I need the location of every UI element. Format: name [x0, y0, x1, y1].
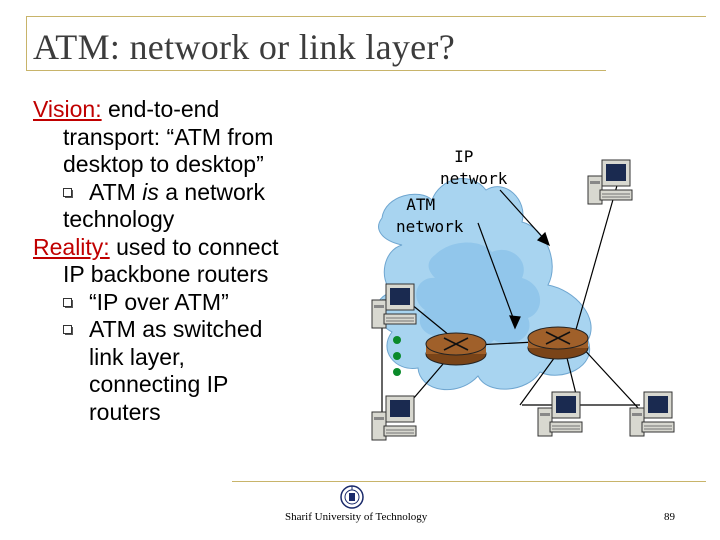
footer-institution: Sharif University of Technology: [285, 511, 428, 523]
vision-line: Vision: end-to-end: [33, 96, 333, 124]
reality-label: Reality:: [33, 233, 110, 260]
vision-line-3: desktop to desktop”: [63, 151, 264, 177]
computer-icon: [371, 283, 417, 329]
title-rule: [26, 70, 606, 71]
square-bullet-icon: [63, 297, 73, 308]
vision-bullet-cont: technology: [63, 206, 175, 232]
atm-network-label: ATM network: [396, 195, 464, 236]
frame-top-rule: [26, 16, 706, 17]
vision-text: end-to-end: [101, 96, 220, 122]
router-icon: [425, 332, 487, 366]
network-diagram: [371, 159, 675, 441]
square-bullet-icon: [63, 187, 73, 198]
reality-bullet-1: “IP over ATM”: [33, 289, 333, 317]
reality-text: used to connect: [109, 233, 279, 260]
computer-icon: [629, 391, 675, 437]
computer-icon: [537, 391, 583, 437]
router-icon: [527, 326, 589, 360]
square-bullet-icon: [63, 325, 73, 335]
computer-icon: [371, 395, 417, 441]
reality-line-2: IP backbone routers: [63, 261, 269, 287]
reality-bullet-2-cont-3: routers: [89, 398, 161, 425]
slide-body: Vision: end-to-end transport: “ATM from …: [33, 96, 333, 426]
vision-line-2: transport: “ATM from: [63, 123, 274, 150]
university-seal-icon: [340, 485, 364, 509]
ip-network-label: IP network: [440, 147, 508, 188]
vision-label: Vision:: [33, 96, 102, 122]
reality-bullet-2-cont-2: connecting IP: [89, 371, 229, 397]
ellipsis-dots-icon: [393, 336, 401, 376]
atm-network-cloud: [416, 242, 541, 351]
footer-rule: [232, 481, 706, 482]
reality-bullet-2: ATM as switched: [33, 316, 333, 344]
slide-title: ATM: network or link layer?: [33, 27, 455, 67]
reality-line: Reality: used to connect: [33, 234, 333, 262]
page-number: 89: [664, 511, 675, 523]
vision-bullet: ATM is a network: [33, 179, 333, 207]
computer-icon: [587, 159, 633, 205]
frame-left-rule: [26, 16, 27, 70]
reality-bullet-2-cont-1: link layer,: [89, 343, 185, 370]
